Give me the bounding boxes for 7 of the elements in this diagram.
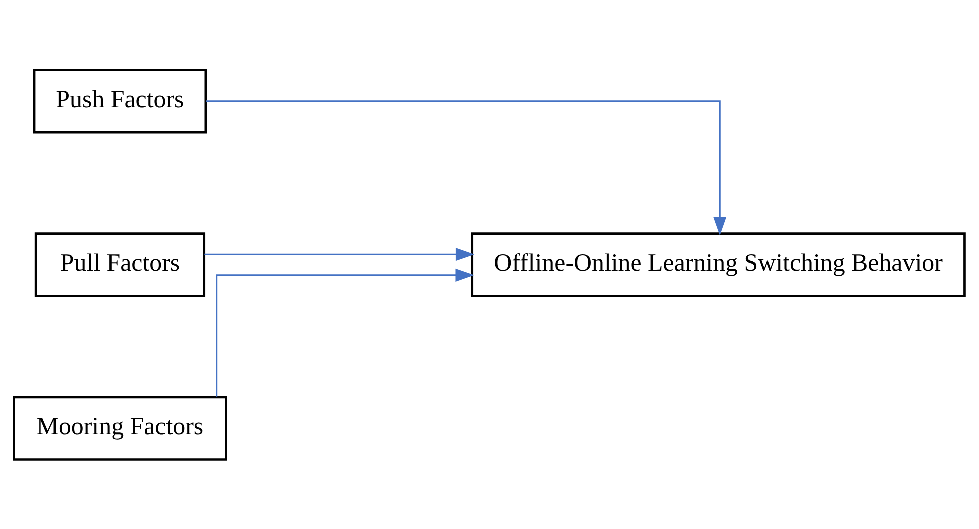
node-box: Push Factors — [33, 68, 208, 134]
arrow — [216, 268, 474, 396]
node-box: Offline-Online Learning Switching Behavior — [471, 232, 966, 297]
arrow — [206, 100, 727, 236]
arrow — [204, 248, 475, 261]
node-box: Pull Factors — [34, 232, 206, 297]
node-box: Mooring Factors — [13, 396, 228, 460]
